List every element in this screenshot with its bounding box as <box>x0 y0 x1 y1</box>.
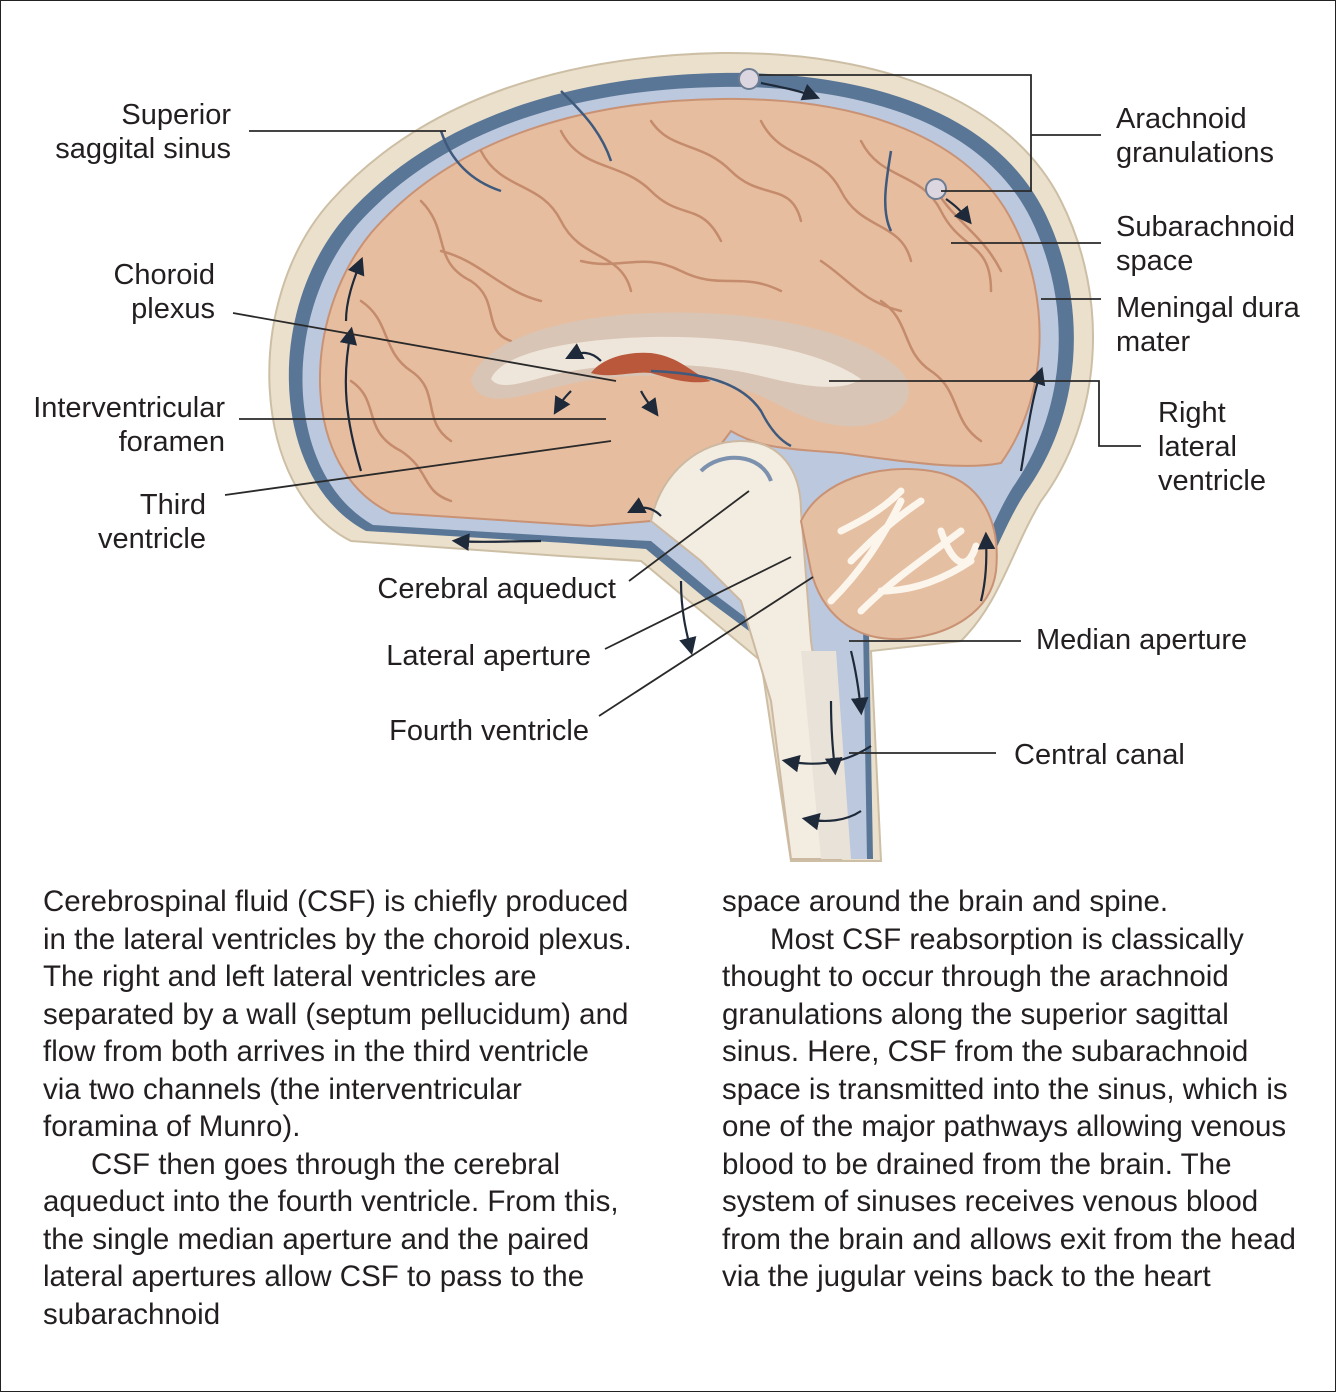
label-right-lateral-ventricle: Right lateral ventricle <box>1158 397 1266 497</box>
paragraph-continuation: space around the brain and spine. <box>722 885 1169 918</box>
cerebral-aqueduct-channel <box>699 455 773 482</box>
leader-lines <box>224 74 1141 754</box>
text-column-right: space around the brain and spine. Most C… <box>722 883 1312 1296</box>
csf-flow-arrows <box>339 81 1046 831</box>
spinal-cord <box>801 651 851 859</box>
text-column-left: Cerebrospinal fluid (CSF) is chiefly pro… <box>43 883 633 1333</box>
arbor-vitae <box>827 487 980 615</box>
label-fourth-ventricle: Fourth ventricle <box>389 715 589 747</box>
label-arachnoid-granulations: Arachnoid granulations <box>1116 103 1274 169</box>
label-choroid-plexus: Choroid plexus <box>113 259 215 325</box>
label-third-ventricle: Third ventricle <box>98 489 206 555</box>
label-superior-sagittal-sinus: Superior saggital sinus <box>55 99 231 165</box>
choroid-plexus <box>591 352 711 383</box>
arachnoid-granulation-nodes <box>738 68 947 200</box>
brain-csf-diagram <box>224 51 1141 862</box>
label-cerebral-aqueduct: Cerebral aqueduct <box>377 573 616 605</box>
label-lateral-aperture: Lateral aperture <box>386 640 591 672</box>
label-central-canal: Central canal <box>1014 739 1185 771</box>
label-subarachnoid-space: Subarachnoid space <box>1116 211 1295 277</box>
paragraph-csf-pathway: CSF then goes through the cerebral aqued… <box>43 1147 619 1331</box>
paragraph-csf-production: Cerebrospinal fluid (CSF) is chiefly pro… <box>43 885 632 1143</box>
paragraph-csf-reabsorption: Most CSF reabsorption is classically tho… <box>722 922 1296 1294</box>
label-median-aperture: Median aperture <box>1036 624 1248 656</box>
label-interventricular-foramen: Interventricular foramen <box>33 392 225 458</box>
cerebellum <box>799 468 998 641</box>
label-meningal-dura-mater: Meningal dura mater <box>1116 292 1300 358</box>
veins <box>439 90 893 448</box>
